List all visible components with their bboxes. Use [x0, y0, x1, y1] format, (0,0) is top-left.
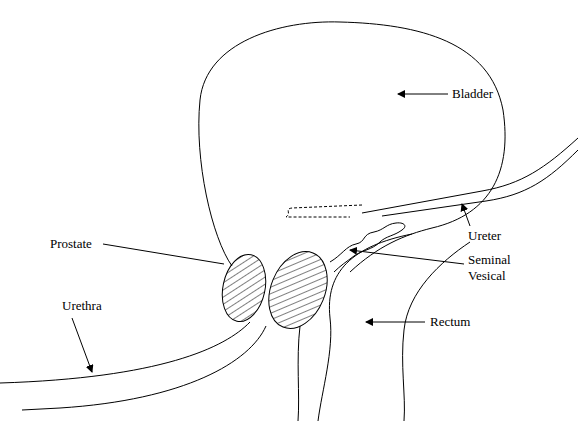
part-label: Prostate	[50, 236, 92, 252]
urethra-wall	[22, 326, 266, 410]
ureter-hidden	[286, 205, 362, 217]
leader-arrow	[72, 318, 92, 372]
part-label: Ureter	[468, 228, 501, 244]
leader-arrow	[350, 250, 464, 264]
leader-arrow	[462, 204, 470, 226]
part-label: Rectum	[430, 314, 470, 330]
ureter-wall	[362, 138, 578, 213]
bladder-outline	[199, 22, 505, 272]
part-label: Seminal Vesical	[468, 252, 530, 284]
rectum-wall	[403, 242, 470, 421]
rectum-wall	[298, 326, 300, 421]
part-label: Urethra	[62, 298, 102, 314]
leader-arrow	[366, 322, 425, 323]
rectum-wall	[318, 234, 412, 421]
prostate-lobe	[258, 243, 338, 337]
seminal-vesicle	[330, 223, 405, 272]
leader-arrow	[398, 94, 448, 95]
ureter-wall	[382, 150, 578, 216]
part-label: Bladder	[452, 86, 493, 102]
leader-line	[103, 244, 224, 264]
prostate-lobe	[216, 250, 271, 325]
